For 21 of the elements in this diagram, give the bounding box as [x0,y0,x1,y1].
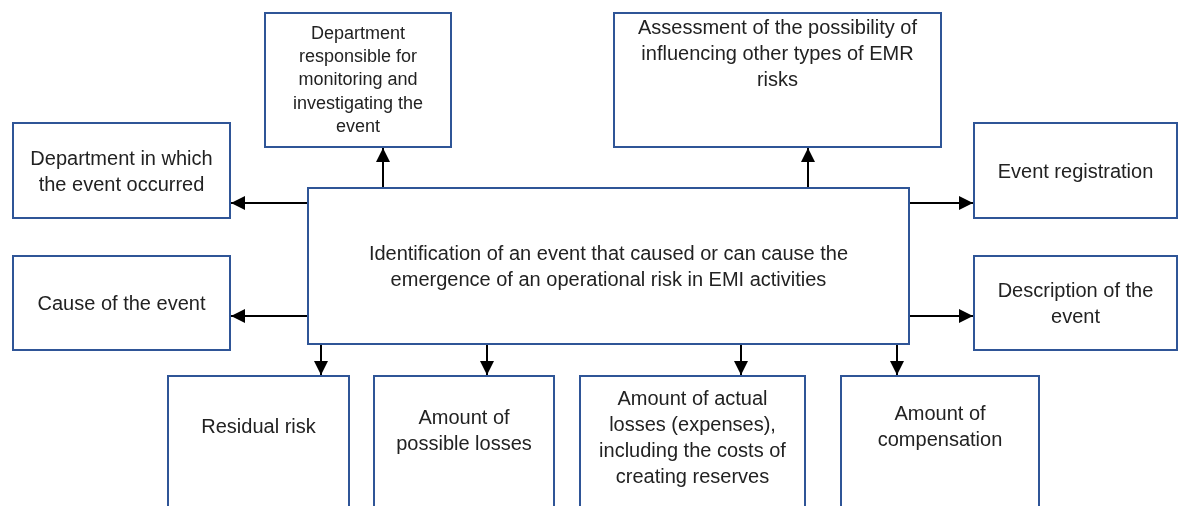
text-box: Amount of possible losses [373,375,555,506]
arrow [890,344,904,376]
arrow [230,309,308,323]
arrow [801,147,815,188]
text-box: Department responsible for monitoring and investigating the event [264,12,452,148]
arrow [480,344,494,376]
text-box: Department in which the event occurred [12,122,231,219]
arrow [909,309,974,323]
text-box: Assessment of the possibility of influencing other types of EMR risks [613,12,942,148]
text-box: Cause of the event [12,255,231,351]
arrow [314,344,328,376]
arrow [909,196,974,210]
arrow [376,147,390,188]
arrow [734,344,748,376]
text-box: Description of the event [973,255,1178,351]
text-box: Residual risk [167,375,350,506]
text-box: Amount of actual losses (expenses), including the costs of creating reserves [579,375,806,506]
arrow [230,196,308,210]
text-box: Identification of an event that caused or can cause the emergence of an operational risk in EMI activities [307,187,910,345]
text-box: Amount of compensation [840,375,1040,506]
text-box: Event registration [973,122,1178,219]
